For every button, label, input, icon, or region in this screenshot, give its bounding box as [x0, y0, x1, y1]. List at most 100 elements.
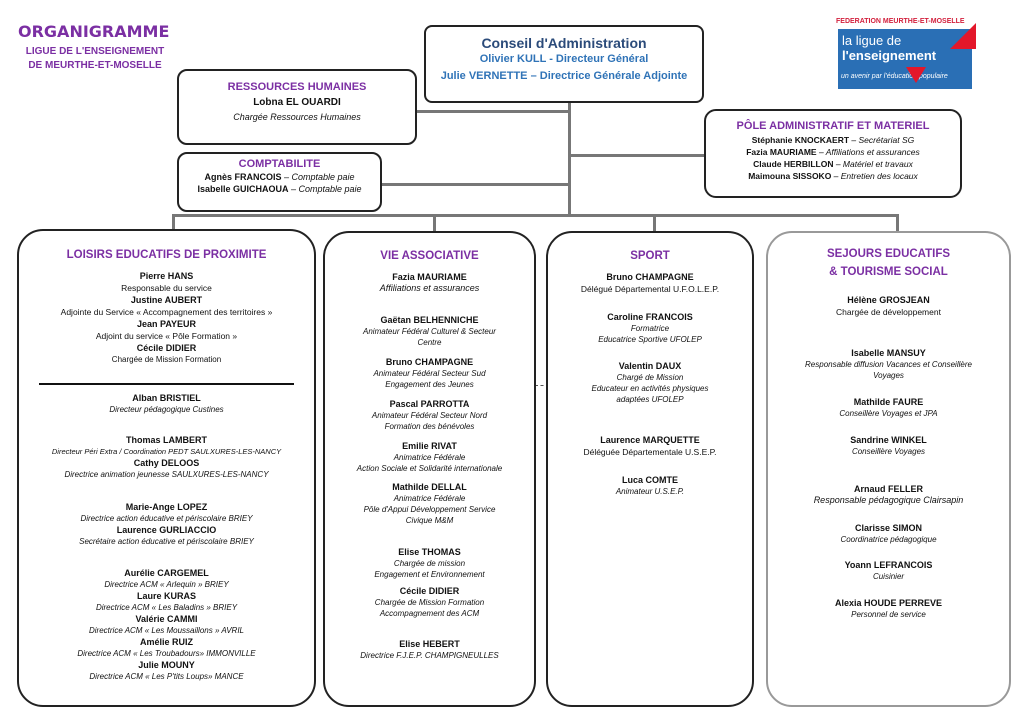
connector-rh: [416, 110, 568, 113]
person-name: Isabelle MANSUY: [851, 348, 926, 358]
person-role: Conseillère Voyages et JPA: [839, 409, 938, 418]
pole-item-3: Claude HERBILLON – Matériel et travaux: [706, 158, 960, 170]
person-name: Mathilde DELLAL: [392, 482, 467, 492]
rh-title: RESSOURCES HUMAINES: [227, 81, 367, 93]
person-role: Conseillère Voyages: [851, 447, 926, 456]
person-role: Directeur pédagogique Custines: [109, 405, 224, 414]
person-name: Luca COMTE: [621, 475, 678, 485]
compta-name-1: Agnès FRANCOIS: [204, 172, 282, 182]
person-role: Directrice ACM « Arlequin » BRIEY: [104, 580, 229, 589]
sejours-person-3: Mathilde FAURE Conseillère Voyages et JP…: [768, 396, 1009, 419]
sejours-person-8: Alexia HOUDE PERREVE Personnel de servic…: [768, 597, 1009, 620]
person-role: Animatrice Fédérale: [393, 453, 466, 462]
sejours-title-1: SEJOURS EDUCATIFS: [826, 248, 951, 260]
logo-red-flag: [950, 23, 976, 49]
person-role: Adjoint du service « Pôle Formation »: [95, 331, 238, 341]
person-role: Animateur Fédéral Culturel & Secteur: [363, 327, 496, 336]
pole-item-2: Fazia MAURIAME – Affiliations et assuran…: [706, 146, 960, 158]
vie-person-6: Mathilde DELLAL Animatrice Fédérale Pôle…: [325, 481, 534, 526]
person-name: Elise THOMAS: [398, 547, 461, 557]
connector-pole: [571, 154, 705, 157]
person-name: Laurence MARQUETTE: [600, 435, 700, 445]
pole-name-3: Claude HERBILLON: [753, 159, 834, 169]
person-name: Clarisse SIMON: [854, 523, 923, 533]
comptabilite-box: COMPTABILITE Agnès FRANCOIS – Comptable …: [177, 152, 382, 212]
sejours-title-2: & TOURISME SOCIAL: [829, 266, 948, 278]
person-role: Action Sociale et Solidarité internation…: [356, 464, 503, 473]
rh-role: Chargée Ressources Humaines: [233, 112, 361, 122]
person-role: Animatrice Fédérale: [393, 494, 466, 503]
person-role: Civique M&M: [405, 516, 454, 525]
pole-item-1: Stéphanie KNOCKAERT – Secrétariat SG: [706, 134, 960, 146]
vie-person-3: Bruno CHAMPAGNE Animateur Fédéral Secteu…: [325, 356, 534, 390]
person-role: adaptées UFOLEP: [616, 395, 684, 404]
person-role: Cuisinier: [872, 572, 905, 581]
person-role: Délégué Départemental U.F.O.L.E.P.: [580, 284, 720, 294]
sejours-person-1: Hélène GROSJEAN Chargée de développement: [768, 294, 1009, 318]
sport-person-2: Caroline FRANCOIS Formatrice Educatrice …: [548, 311, 752, 345]
vie-person-5: Emilie RIVAT Animatrice Fédérale Action …: [325, 440, 534, 474]
connector-horizontal: [172, 214, 899, 217]
connector-drop-4: [896, 214, 899, 232]
person-role: Adjointe du Service « Accompagnement des…: [60, 307, 273, 317]
vie-person-7: Elise THOMAS Chargée de mission Engageme…: [325, 546, 534, 580]
loisirs-block-2: Thomas LAMBERT Directeur Péri Extra / Co…: [19, 434, 314, 480]
person-role: Affiliations et assurances: [379, 283, 480, 293]
pole-title: PÔLE ADMINISTRATIF ET MATERIEL: [736, 120, 930, 132]
person-role: Voyages: [873, 371, 904, 380]
person-name: Bruno CHAMPAGNE: [385, 357, 474, 367]
person-role: Responsable diffusion Vacances et Consei…: [805, 360, 972, 369]
person-name: Caroline FRANCOIS: [607, 312, 693, 322]
vie-associative-column: VIE ASSOCIATIVE Fazia MAURIAME Affiliati…: [323, 231, 536, 707]
person-role: Chargée de Mission Formation: [111, 355, 222, 364]
person-role: Directrice ACM « Les P'tits Loups» MANCE: [89, 672, 244, 681]
person-name: Cathy DELOOS: [133, 458, 200, 468]
person-name: Alban BRISTIEL: [132, 393, 201, 403]
person-role: Animateur U.S.E.P.: [615, 487, 685, 496]
person-role: Directrice ACM « Les Baladins » BRIEY: [95, 603, 238, 612]
conseil-line-2: Julie VERNETTE – Directrice Générale Adj…: [440, 70, 688, 82]
person-name: Marie-Ange LOPEZ: [125, 502, 208, 512]
vie-person-8: Cécile DIDIER Chargée de Mission Formati…: [325, 585, 534, 619]
org-subtitle-1: LIGUE DE L'ENSEIGNEMENT: [25, 46, 165, 57]
person-name: Mathilde FAURE: [853, 397, 924, 407]
pole-role-3: – Matériel et travaux: [833, 159, 913, 169]
sport-person-5: Luca COMTE Animateur U.S.E.P.: [548, 474, 752, 497]
person-name: Cécile DIDIER: [136, 343, 197, 353]
person-role: Formation des bénévoles: [384, 422, 475, 431]
compta-title: COMPTABILITE: [238, 158, 321, 170]
pole-name-4: Maimouna SISSOKO: [748, 171, 832, 181]
vie-person-9: Elise HEBERT Directrice F.J.E.P. CHAMPIG…: [325, 638, 534, 661]
logo-top-text: FEDERATION MEURTHE-ET-MOSELLE: [836, 18, 965, 25]
compta-name-2: Isabelle GUICHAOUA: [197, 184, 289, 194]
sport-title: SPORT: [630, 250, 670, 262]
pole-name-2: Fazia MAURIAME: [746, 147, 817, 157]
logo-block: la ligue de l'enseignement un avenir par…: [838, 23, 976, 89]
rh-name: Lobna EL OUARDI: [253, 97, 341, 108]
vie-person-4: Pascal PARROTTA Animateur Fédéral Secteu…: [325, 398, 534, 432]
sport-person-1: Bruno CHAMPAGNE Délégué Départemental U.…: [548, 271, 752, 295]
org-subtitle-2: DE MEURTHE-ET-MOSELLE: [28, 60, 162, 71]
logo-line-2: l'enseignement: [842, 48, 937, 63]
pole-administratif-box: PÔLE ADMINISTRATIF ET MATERIEL Stéphanie…: [704, 109, 962, 198]
person-name: Hélène GROSJEAN: [847, 295, 930, 305]
sport-person-3: Valentin DAUX Chargé de Mission Educateu…: [548, 360, 752, 405]
person-name: Bruno CHAMPAGNE: [606, 272, 694, 282]
compta-role-2: – Comptable paie: [288, 184, 362, 194]
conseil-title: Conseil d'Administration: [481, 35, 647, 51]
person-name: Jean PAYEUR: [136, 319, 197, 329]
rh-box: RESSOURCES HUMAINES Lobna EL OUARDI Char…: [177, 69, 417, 145]
person-name: Amélie RUIZ: [139, 637, 193, 647]
loisirs-column: LOISIRS EDUCATIFS DE PROXIMITE Pierre HA…: [17, 229, 316, 707]
person-role: Accompagnement des ACM: [379, 609, 480, 618]
loisirs-title: LOISIRS EDUCATIFS DE PROXIMITE: [66, 249, 267, 261]
person-role: Educatrice Sportive UFOLEP: [598, 335, 702, 344]
person-role: Chargée de Mission Formation: [374, 598, 485, 607]
compta-person-2: Isabelle GUICHAOUA – Comptable paie: [179, 183, 380, 195]
person-role: Animateur Fédéral Secteur Nord: [371, 411, 488, 420]
conseil-line-1: Olivier KULL - Directeur Général: [479, 53, 649, 65]
sport-person-4: Laurence MARQUETTE Déléguée Départementa…: [548, 434, 752, 458]
person-name: Alexia HOUDE PERREVE: [834, 598, 943, 608]
pole-name-1: Stéphanie KNOCKAERT: [751, 135, 850, 145]
person-role: Formatrice: [630, 324, 670, 333]
